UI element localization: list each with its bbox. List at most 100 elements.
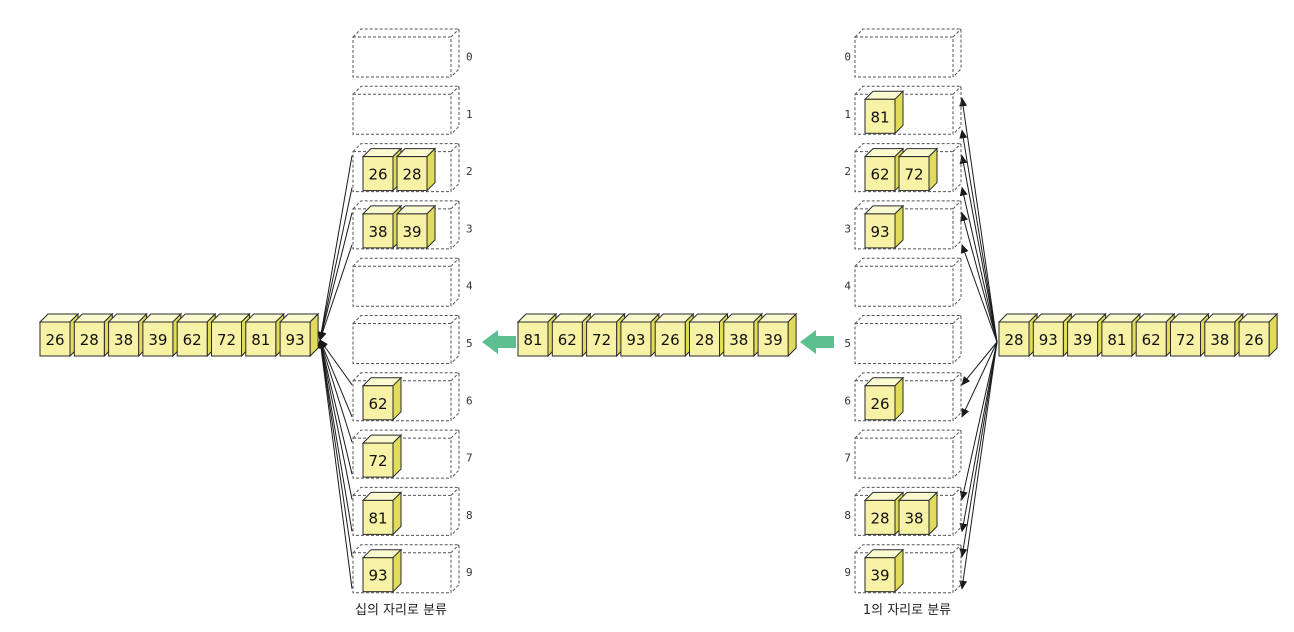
- cube-value: 28: [80, 331, 99, 349]
- digit-bucket: 7: [844, 429, 962, 479]
- digit-bucket: 4: [844, 257, 962, 307]
- number-cube: 39: [756, 312, 798, 358]
- number-cube: 81: [1100, 312, 1142, 358]
- cube-front-face: [864, 156, 896, 192]
- cube-side-face: [309, 312, 319, 358]
- bucket-digit-label: 8: [466, 509, 473, 522]
- cube-side-face: [392, 548, 402, 593]
- bucket-digit-label: 1: [844, 108, 851, 121]
- bucket-outline: [854, 85, 962, 135]
- cube-value: 62: [368, 395, 387, 413]
- bucket-cube: 28: [395, 147, 437, 192]
- number-cube: 72: [1169, 312, 1210, 358]
- cube-value: 38: [729, 331, 748, 349]
- bucket-cube: 39: [863, 548, 905, 593]
- cube-front-face: [689, 321, 720, 357]
- cube-value: 93: [626, 331, 645, 349]
- cube-value: 26: [45, 331, 64, 349]
- bucket-outline: [352, 486, 460, 536]
- tens-link-line: [317, 339, 353, 557]
- cube-front-face: [864, 213, 896, 249]
- number-cube: 93: [278, 312, 320, 358]
- number-cube: 39: [1066, 312, 1107, 358]
- bucket-digit-label: 0: [844, 51, 851, 64]
- cube-side-face: [894, 90, 904, 135]
- bucket-cube: 93: [863, 204, 905, 250]
- cube-value: 81: [870, 108, 889, 126]
- cube-value: 26: [870, 395, 889, 413]
- number-cube: 38: [722, 312, 764, 358]
- bucket-front: [352, 323, 452, 364]
- bucket-front: [352, 494, 452, 536]
- bucket-cube: 28: [863, 491, 905, 536]
- cube-value: 93: [368, 567, 387, 585]
- number-cube: 26: [1237, 312, 1279, 358]
- digit-bucket: 993: [352, 544, 473, 594]
- bucket-digit-label: 7: [844, 452, 851, 465]
- bucket-front: [854, 494, 954, 536]
- bucket-outline: [352, 257, 460, 307]
- cube-value: 28: [402, 166, 421, 184]
- digit-bucket: 3 93: [844, 200, 962, 250]
- cube-front-face: [723, 321, 755, 357]
- number-cube: 62: [1134, 312, 1176, 358]
- bucket-outline: [854, 28, 962, 78]
- cube-value: 93: [1039, 331, 1058, 349]
- digit-bucket: 0: [352, 28, 473, 78]
- bucket-front: [854, 93, 954, 135]
- cube-front-face: [1238, 321, 1270, 357]
- bucket-outline: [854, 315, 962, 364]
- cube-side-face: [426, 147, 436, 192]
- ones-link-line: [959, 186, 998, 343]
- bucket-cube: 26: [863, 376, 905, 422]
- ones-link-line: [959, 341, 998, 501]
- cube-front-face: [73, 321, 105, 357]
- number-cube: 39: [141, 312, 183, 358]
- bucket-cube: 93: [361, 548, 403, 593]
- tens-link-line: [317, 187, 353, 341]
- cube-value: 28: [1004, 331, 1023, 349]
- cube-front-face: [998, 321, 1030, 357]
- bucket-outline: [352, 200, 460, 250]
- bucket-digit-label: 3: [844, 222, 851, 235]
- flow-arrows: [482, 330, 834, 354]
- bucket-digit-label: 5: [466, 337, 473, 350]
- bucket-front: [352, 437, 452, 479]
- bucket-outline: [854, 257, 962, 307]
- digit-bucket: 5: [352, 315, 473, 364]
- digit-bucket: 772: [352, 429, 473, 479]
- bucket-outline: [854, 200, 962, 250]
- bucket-outline: [854, 544, 962, 594]
- tens-link-line: [318, 244, 353, 341]
- bucket-front: [352, 208, 452, 250]
- bucket-digit-label: 3: [466, 222, 473, 235]
- cube-value: 72: [592, 331, 611, 349]
- tens-link-line: [317, 339, 353, 475]
- bucket-outline: [352, 143, 460, 192]
- cube-front-face: [1135, 321, 1167, 357]
- bucket-digit-label: 8: [844, 509, 851, 522]
- bucket-front: [854, 380, 954, 422]
- cube-front-face: [757, 321, 789, 357]
- cube-side-face: [894, 548, 904, 593]
- cube-side-face: [894, 204, 904, 250]
- cube-front-face: [362, 156, 394, 192]
- ones-caption: 1의 자리로 분류: [863, 603, 951, 618]
- cube-value: 26: [1245, 331, 1264, 349]
- cube-value: 39: [148, 331, 167, 349]
- cube-front-face: [864, 385, 896, 421]
- bucket-digit-label: 0: [466, 51, 473, 64]
- cube-side-face: [928, 491, 938, 536]
- number-cube: 81: [244, 312, 286, 358]
- cube-front-face: [362, 213, 394, 249]
- bucket-outline: [352, 85, 460, 135]
- cube-value: 26: [368, 166, 387, 184]
- bucket-front: [854, 208, 954, 250]
- cube-front-face: [1204, 321, 1236, 357]
- cube-front-face: [396, 213, 428, 249]
- cube-value: 62: [558, 331, 577, 349]
